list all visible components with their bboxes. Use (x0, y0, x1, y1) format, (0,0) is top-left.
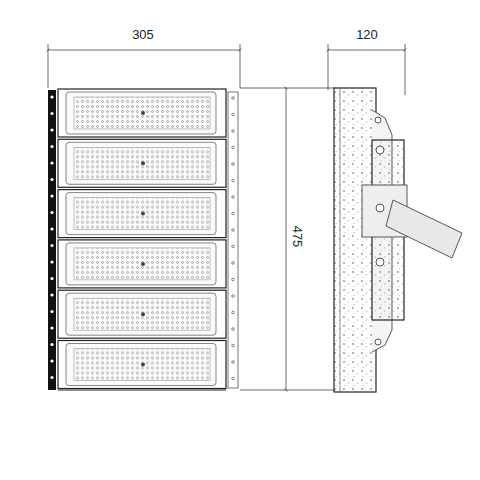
rail-hole (232, 179, 235, 182)
rail-hole (232, 130, 235, 133)
rail-hole (50, 376, 53, 379)
rail-hole (232, 361, 235, 364)
front-view (48, 89, 238, 390)
rail-hole (232, 212, 235, 215)
led-module (58, 290, 226, 338)
rail-hole (232, 262, 235, 265)
rail-hole (232, 278, 235, 281)
rail-hole (50, 260, 53, 263)
rail-hole (50, 178, 53, 181)
rail-hole (50, 310, 53, 313)
dimension-120 (328, 44, 405, 95)
led-module (58, 190, 226, 238)
rail-hole (232, 163, 235, 166)
rail-hole (50, 343, 53, 346)
side-view (334, 88, 462, 392)
rail-hole (50, 128, 53, 131)
rail-hole (232, 113, 235, 116)
rail-hole (232, 196, 235, 199)
led-module (58, 240, 226, 288)
rail-hole (232, 377, 235, 380)
rail-hole (50, 95, 53, 98)
rail-hole (50, 145, 53, 148)
rail-hole (50, 227, 53, 230)
rail-hole (50, 277, 53, 280)
housing-edge (58, 390, 226, 391)
led-module (58, 139, 226, 187)
rail-hole (50, 293, 53, 296)
rail-hole (232, 344, 235, 347)
rail-hole (232, 146, 235, 149)
rail-hole (50, 194, 53, 197)
rail-hole (50, 244, 53, 247)
rail-hole (50, 161, 53, 164)
mount-arm (386, 200, 462, 258)
rail-hole (232, 245, 235, 248)
dimension-305 (48, 44, 240, 88)
dimension-475 (240, 88, 335, 390)
dimension-value: 305 (130, 27, 156, 42)
left-rail (48, 90, 56, 390)
rail-hole (232, 295, 235, 298)
led-module (58, 89, 226, 137)
side-housing (334, 88, 376, 392)
led-module (58, 341, 226, 389)
rail-hole (50, 112, 53, 115)
dimension-value: 475 (290, 223, 305, 249)
rail-hole (232, 328, 235, 331)
rail-hole (50, 211, 53, 214)
rail-hole (232, 311, 235, 314)
rail-hole (50, 326, 53, 329)
dimension-value: 120 (354, 27, 380, 42)
rail-hole (232, 229, 235, 232)
right-rail (228, 92, 238, 388)
rail-hole (50, 359, 53, 362)
rail-hole (232, 97, 235, 100)
